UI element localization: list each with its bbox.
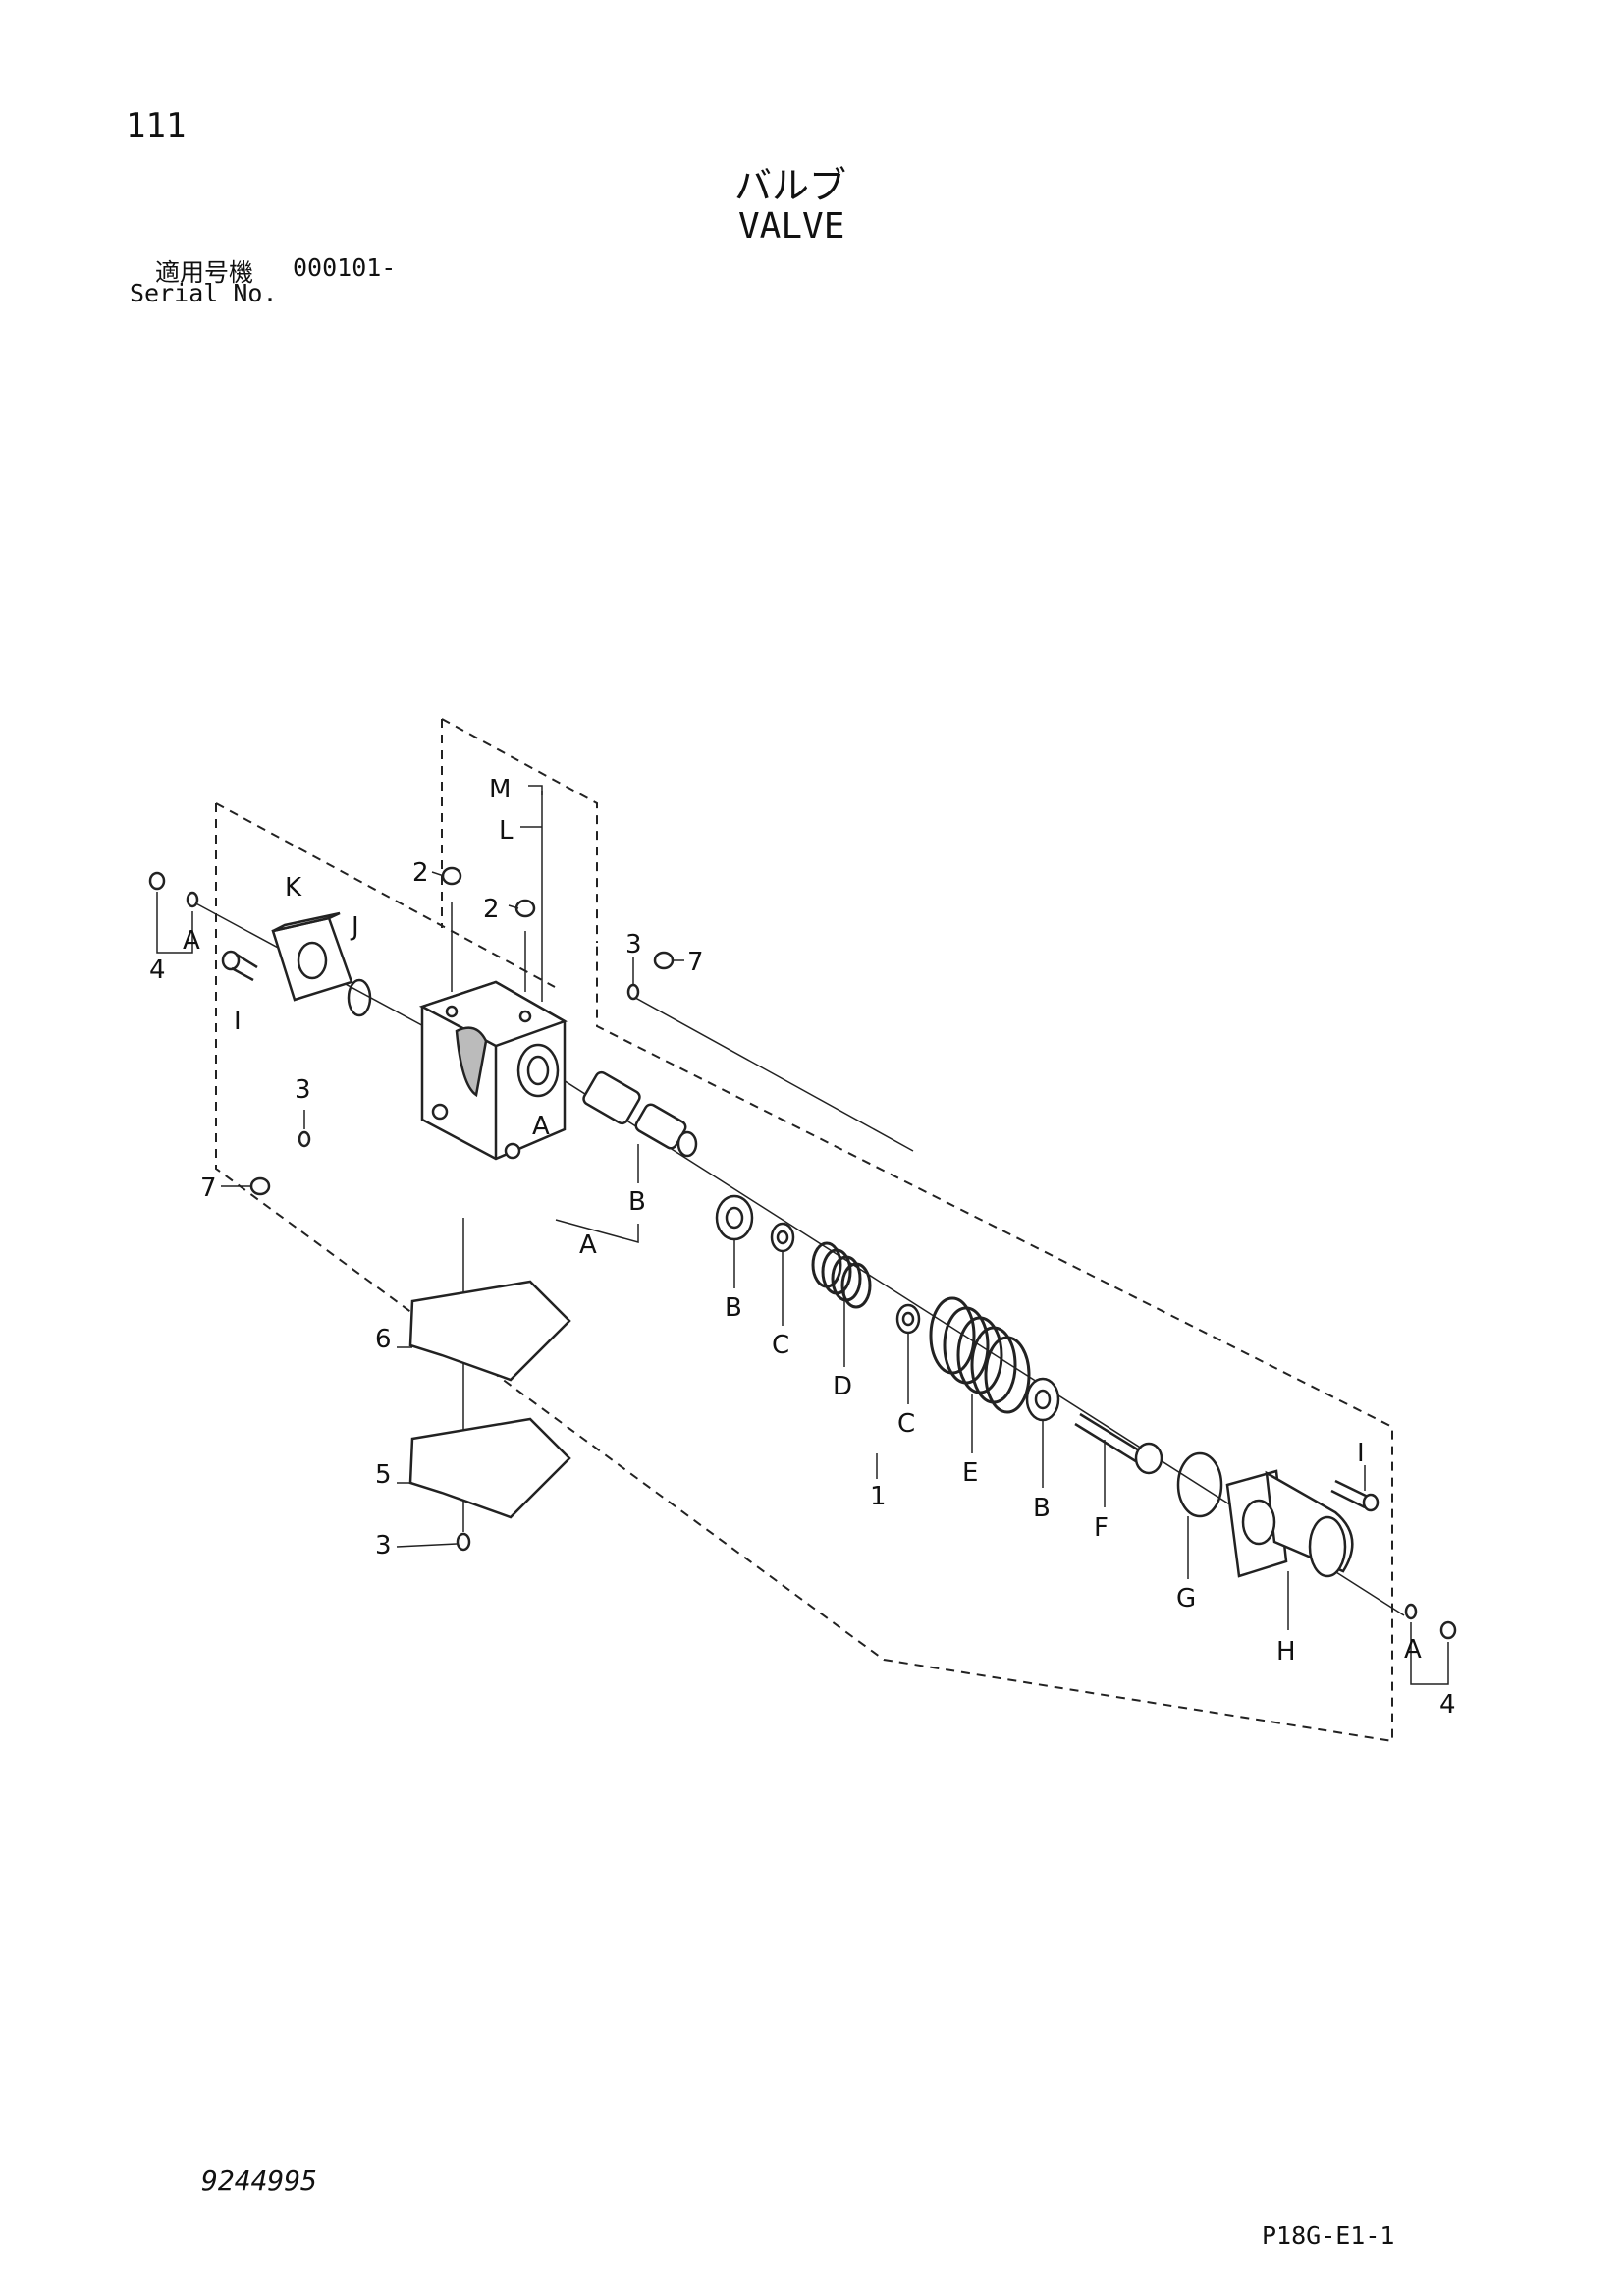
valve-body [418, 980, 568, 1161]
callout-labels: M L K J 2 2 3 7 A 4 I 3 7 A B A B C D C … [149, 775, 1456, 1720]
document-number: 9244995 [201, 2164, 318, 2197]
callout-m: M [489, 775, 511, 804]
page-number: 111 [126, 106, 187, 145]
callout-i-right: I [1357, 1439, 1365, 1468]
callout-2-upper: 2 [412, 858, 429, 888]
cover-k [271, 911, 353, 1002]
callout-c-2: C [897, 1409, 915, 1439]
callout-b-1: B [725, 1293, 742, 1323]
callout-3-top: 3 [625, 930, 642, 959]
assembly-boundary [215, 718, 1393, 1743]
fasteners [148, 866, 1457, 1640]
callout-b-spool: B [628, 1187, 646, 1217]
plunger-f [1074, 1412, 1163, 1475]
callout-d: D [833, 1372, 852, 1401]
callout-7-mid: 7 [200, 1174, 217, 1203]
serial-label-japanese: 適用号機 [155, 258, 254, 287]
spring-d [811, 1241, 872, 1309]
callout-e: E [962, 1458, 978, 1488]
callout-a-body: A [532, 1112, 550, 1141]
callout-b-2: B [1033, 1494, 1051, 1523]
callout-4-left: 4 [149, 956, 166, 985]
callout-4-right: 4 [1439, 1690, 1456, 1720]
callout-a-top-left: A [183, 926, 200, 956]
axis-lines [191, 791, 1405, 1616]
callout-k: K [285, 873, 302, 902]
solenoid-h [1225, 1469, 1354, 1578]
callout-l: L [499, 816, 514, 846]
leader-lines [156, 785, 1449, 1685]
callout-3-mid: 3 [295, 1075, 311, 1105]
callout-6: 6 [375, 1325, 392, 1354]
callout-5: 5 [375, 1460, 392, 1490]
page-code: P18G-E1-1 [1262, 2221, 1395, 2250]
callout-a-spool: A [579, 1230, 597, 1260]
callout-j: J [350, 912, 359, 942]
callout-7-top: 7 [687, 948, 704, 977]
o-ring-j [347, 978, 372, 1017]
callout-c-1: C [772, 1331, 789, 1360]
serial-value: 000101- [293, 253, 397, 282]
spring-e [929, 1296, 1031, 1414]
spool-assembly [582, 1070, 1060, 1422]
callout-a-bottom-right: A [1404, 1635, 1422, 1665]
callout-3-bottom: 3 [375, 1531, 392, 1560]
gaskets [408, 1280, 571, 1519]
bolt-i-left [221, 950, 258, 982]
callout-g: G [1176, 1584, 1196, 1613]
title-english: VALVE [738, 206, 845, 246]
o-ring-g [1176, 1451, 1223, 1518]
callout-i-left: I [234, 1007, 242, 1036]
callout-h: H [1276, 1637, 1296, 1667]
callout-f: F [1094, 1513, 1109, 1543]
title-japanese: バルブ [734, 164, 847, 207]
bolt-i-right [1330, 1479, 1380, 1512]
callout-2-lower: 2 [483, 895, 500, 924]
callout-1: 1 [870, 1482, 887, 1511]
serial-label-english: Serial No. [130, 279, 278, 307]
